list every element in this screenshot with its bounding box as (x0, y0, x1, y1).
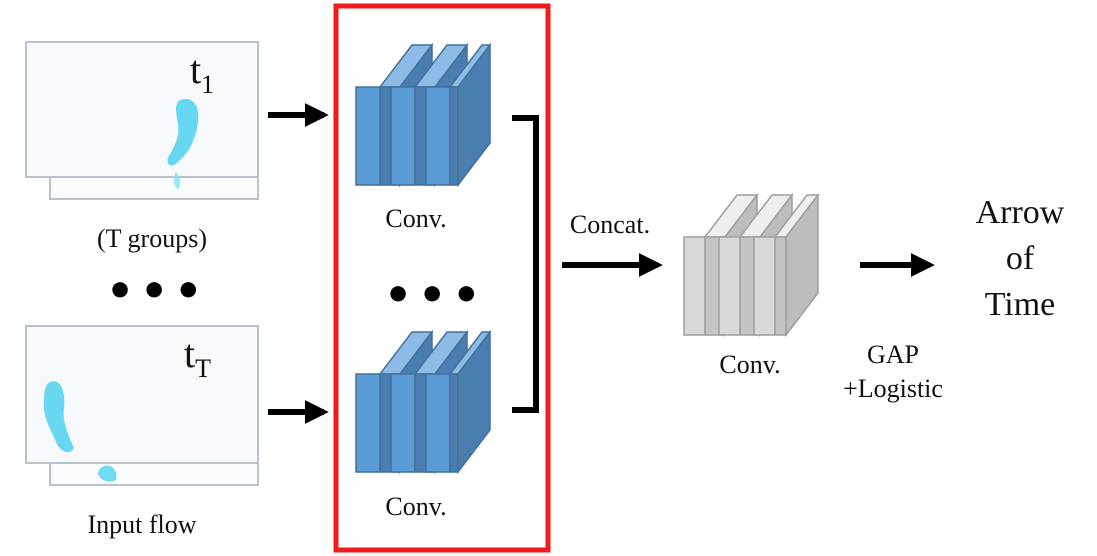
concat-bracket (512, 115, 539, 413)
output-label-line1: Arrow (975, 194, 1065, 231)
gap-label-line2: +Logistic (843, 374, 943, 403)
input-ellipsis: ••• (106, 266, 209, 317)
groups-label: (T groups) (96, 224, 207, 253)
concat-label: Concat. (569, 210, 651, 239)
flow-blob-bottom (43, 381, 74, 453)
gap-label: GAP +Logistic (818, 338, 968, 406)
input-frame-top (25, 41, 259, 200)
input-flow-caption: Input flow (87, 510, 197, 539)
gap-label-line1: GAP (866, 340, 919, 369)
conv-label-gray: Conv. (719, 350, 781, 379)
conv-block-bottom-blue (355, 329, 492, 475)
conv-block-gray (683, 192, 820, 338)
branch-ellipsis: ••• (384, 270, 487, 321)
frame-time-label-bottom: tT (184, 331, 212, 383)
conv-block-top-blue (355, 42, 492, 188)
frame-time-label-top: t1 (190, 47, 215, 99)
output-label-line2: of (1005, 240, 1035, 277)
flow-blob-top (167, 98, 199, 166)
output-label-line3: Time (984, 286, 1056, 323)
output-label: Arrow of Time (950, 190, 1090, 328)
input-frame-bottom (25, 325, 259, 486)
branch-highlight-box (333, 3, 551, 553)
conv-label-top: Conv. (385, 204, 447, 233)
conv-label-bottom: Conv. (385, 492, 447, 521)
